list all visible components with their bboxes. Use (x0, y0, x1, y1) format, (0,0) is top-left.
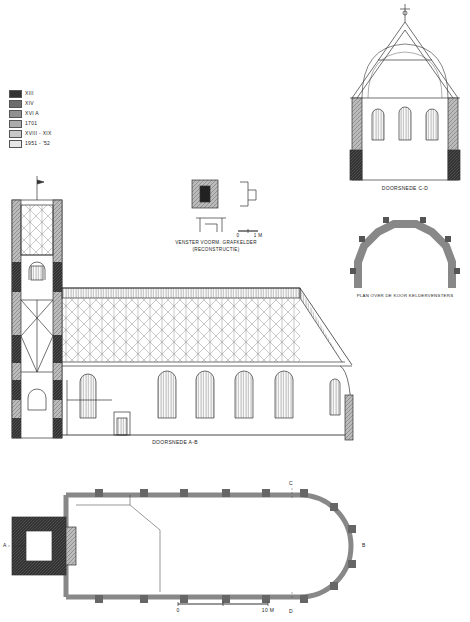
legend-swatch (9, 120, 22, 128)
drawing-label: DOORSNEDE A-B (152, 440, 198, 445)
legend-swatch (9, 110, 22, 118)
legend-text: XVI A (25, 111, 39, 116)
drawing-label: C (289, 481, 293, 486)
drawing-label: DOORSNEDE C-D (382, 186, 428, 191)
legend-text: 1951 - '52 (25, 141, 50, 146)
legend-text: XIII (25, 91, 34, 96)
legend-swatch (9, 90, 22, 98)
legend-swatch (9, 140, 22, 148)
legend-text: XVIII - XIX (25, 131, 52, 136)
drawing-label: 0 (176, 608, 179, 613)
drawing-label: 0 (237, 234, 240, 239)
drawing-label: 1 M (254, 234, 263, 239)
drawing-label: A (3, 543, 7, 548)
drawing-label: D (289, 609, 293, 614)
drawing-label: VENSTER VOORM. GRAFKELDER (175, 241, 257, 246)
legend-text: 1701 (25, 121, 37, 126)
drawing-label: 10 M (262, 608, 274, 613)
legend-swatch (9, 130, 22, 138)
legend-text: XIV (25, 101, 34, 106)
drawing-label: (RECONSTRUCTIE) (192, 248, 239, 253)
drawing-label: PLAN OVER DE KOOR KELDERVENSTERS (357, 294, 454, 298)
drawing-label: B (362, 543, 366, 548)
legend-swatch (9, 100, 22, 108)
